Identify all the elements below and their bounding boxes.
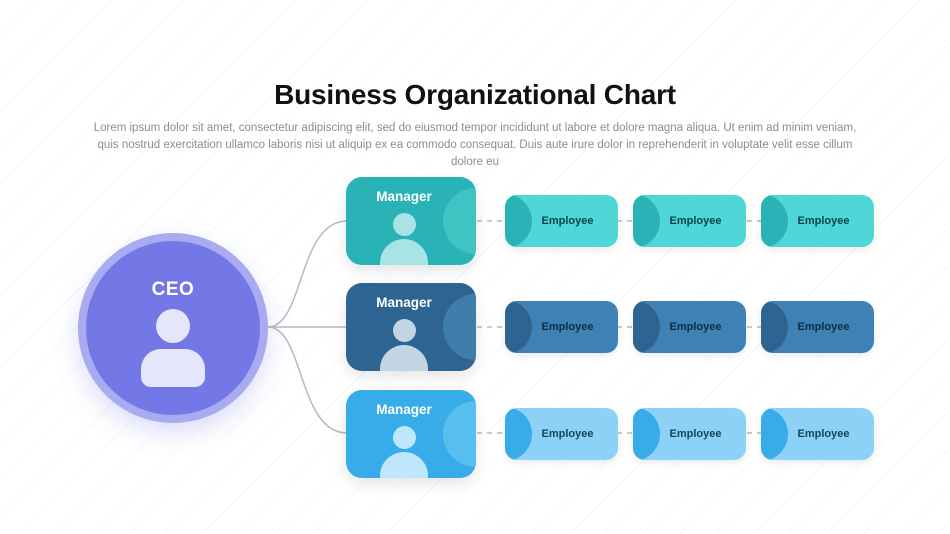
person-icon xyxy=(141,349,205,387)
employee-label: Employee xyxy=(797,215,850,227)
employee-card[interactable]: Employee xyxy=(633,301,746,353)
employee-label: Employee xyxy=(541,215,594,227)
manager-label: Manager xyxy=(376,402,432,417)
employee-card[interactable]: Employee xyxy=(505,408,618,460)
person-icon xyxy=(392,426,416,449)
employee-label: Employee xyxy=(797,321,850,333)
employee-label: Employee xyxy=(541,428,594,440)
page-title: Business Organizational Chart xyxy=(274,78,676,110)
ceo-circle: CEO xyxy=(86,241,260,415)
ceo-node[interactable]: CEO xyxy=(78,233,268,423)
person-icon xyxy=(392,319,416,342)
manager-card[interactable]: Manager xyxy=(346,390,476,478)
manager-card[interactable]: Manager xyxy=(346,177,476,265)
manager-card[interactable]: Manager xyxy=(346,283,476,371)
org-row-3: Manager Employee Employee Employee xyxy=(346,390,874,478)
employee-card[interactable]: Employee xyxy=(761,301,874,353)
person-icon xyxy=(380,239,428,265)
org-row-2: Manager Employee Employee Employee xyxy=(346,283,874,371)
employee-card[interactable]: Employee xyxy=(633,195,746,247)
person-icon xyxy=(380,452,428,478)
employee-label: Employee xyxy=(797,428,850,440)
manager-label: Manager xyxy=(376,189,432,204)
person-icon xyxy=(380,345,428,371)
person-icon xyxy=(392,213,416,236)
ceo-to-manager-1-line xyxy=(267,220,348,328)
employee-card[interactable]: Employee xyxy=(633,408,746,460)
ceo-label: CEO xyxy=(151,279,195,300)
employee-card[interactable]: Employee xyxy=(761,195,874,247)
employee-card[interactable]: Employee xyxy=(505,301,618,353)
employee-card[interactable]: Employee xyxy=(761,408,874,460)
employee-label: Employee xyxy=(669,428,722,440)
employee-label: Employee xyxy=(669,215,722,227)
ceo-to-manager-3-line xyxy=(267,326,348,434)
person-icon xyxy=(156,309,190,343)
subtitle-text: Lorem ipsum dolor sit amet, consectetur … xyxy=(93,121,857,169)
manager-label: Manager xyxy=(376,295,432,310)
employee-card[interactable]: Employee xyxy=(505,195,618,247)
employee-label: Employee xyxy=(541,321,594,333)
employee-label: Employee xyxy=(669,321,722,333)
org-row-1: Manager Employee Employee Employee xyxy=(346,177,874,265)
